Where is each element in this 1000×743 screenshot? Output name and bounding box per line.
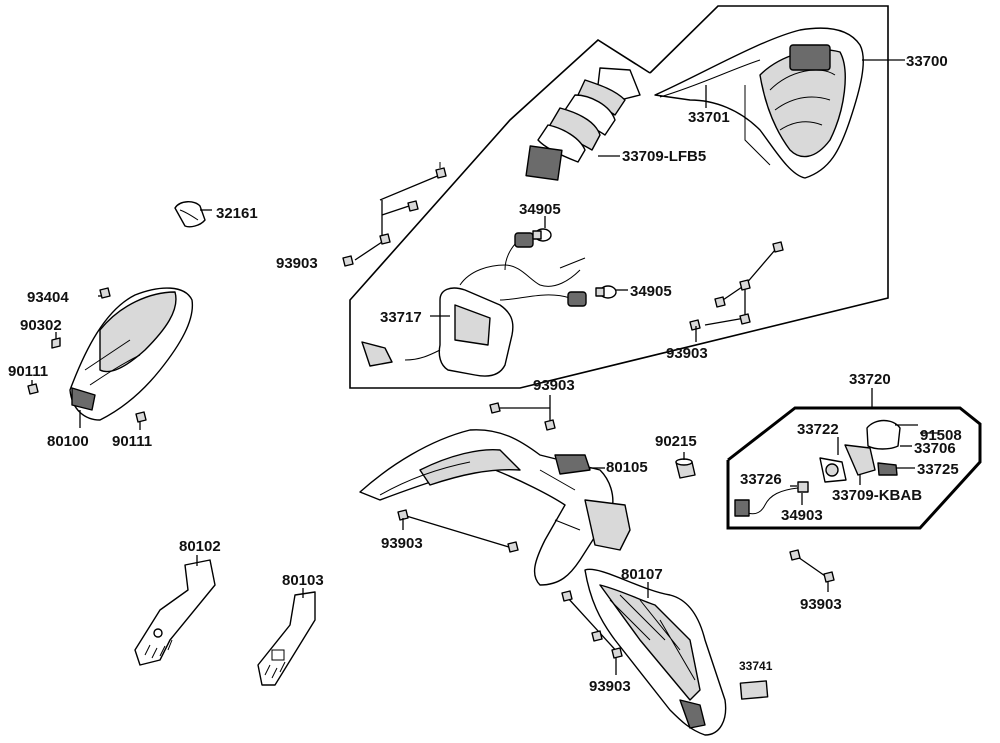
label-33709-kbab: 33709-KBAB: [832, 487, 922, 504]
lens-stack-33709-lfb5: [525, 67, 641, 181]
plate-33741: [739, 680, 769, 700]
label-90111-a: 90111: [8, 363, 48, 380]
label-33725: 33725: [917, 461, 959, 478]
label-90302: 90302: [20, 317, 62, 334]
shield-80103: [257, 591, 316, 686]
taillight-group-outline: [349, 5, 889, 389]
label-33720: 33720: [849, 371, 891, 388]
label-90111-b: 90111: [112, 433, 152, 450]
label-93903-f: 93903: [589, 678, 631, 695]
license-light-parts: [734, 419, 938, 517]
fender-extension-80107: [584, 568, 727, 736]
label-93903-a: 93903: [276, 255, 318, 272]
shield-80102: [134, 559, 216, 666]
label-91508: 91508: [920, 427, 962, 444]
label-33709-lfb5: 33709-LFB5: [622, 148, 706, 165]
bolt-icon-90111-b: [135, 411, 147, 423]
bolt-icon-90111-a: [27, 383, 39, 395]
label-34905-a: 34905: [519, 201, 561, 218]
label-33726: 33726: [740, 471, 782, 488]
label-93404: 93404: [27, 289, 69, 306]
bolt-icon-93404: [99, 287, 111, 299]
label-34905-b: 34905: [630, 283, 672, 300]
label-80105: 80105: [606, 459, 648, 476]
label-80102: 80102: [179, 538, 221, 555]
bolt-icon-group-c: [489, 395, 556, 431]
label-33741: 33741: [739, 659, 773, 673]
inner-fender-80100: [69, 287, 194, 421]
label-93903-e: 93903: [800, 596, 842, 613]
label-33722: 33722: [797, 421, 839, 438]
label-93903-d: 93903: [381, 535, 423, 552]
bolt-icon-90302: [51, 337, 61, 349]
label-33706: 33706: [914, 440, 956, 457]
label-80100: 80100: [47, 433, 89, 450]
nut-90215: [675, 458, 696, 479]
label-34903: 34903: [781, 507, 823, 524]
taillight-housing-33717: [361, 232, 587, 377]
bolt-icon-group-b: [689, 241, 784, 331]
bolt-icon-group-d: [397, 509, 519, 553]
rear-fender-80105: [359, 429, 631, 586]
label-33700: 33700: [906, 53, 948, 70]
bulb-icon-a: [532, 228, 552, 242]
license-light-group-outline: [726, 406, 982, 530]
label-33701: 33701: [688, 109, 730, 126]
rear-cowl-33700: [654, 27, 864, 179]
bolt-icon-group-f: [561, 590, 623, 659]
label-93903-c: 93903: [533, 377, 575, 394]
bolt-icon-group-a: [342, 162, 447, 267]
bolt-icon-group-e: [789, 549, 835, 583]
bulb-icon-b: [595, 285, 617, 299]
label-33717: 33717: [380, 309, 422, 326]
label-32161: 32161: [216, 205, 258, 222]
clip-32161: [174, 201, 206, 228]
label-90215: 90215: [655, 433, 697, 450]
label-93903-b: 93903: [666, 345, 708, 362]
label-80107: 80107: [621, 566, 663, 583]
label-80103: 80103: [282, 572, 324, 589]
